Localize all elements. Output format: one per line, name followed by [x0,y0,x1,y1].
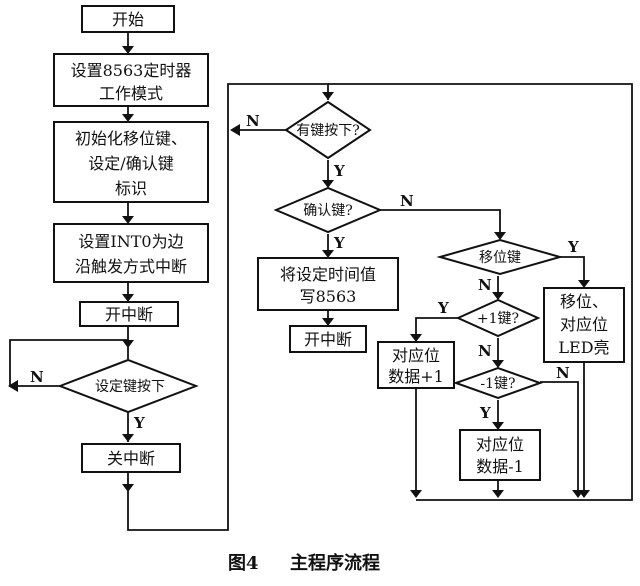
set-key-pressed-label: 设定键按下 [95,379,165,395]
plus-action-line-2: 数据+1 [388,367,444,386]
any-key-pressed-decision: 有键按下? [284,100,372,160]
shift-action-line-1: 移位、 [560,292,608,311]
confirm-no-label: N [400,192,414,210]
plus-key-decision: +1键? [455,298,541,338]
init-keys-line-3: 标识 [115,179,147,198]
set-timer-line-1: 设置8563定时器 [71,61,192,80]
shift-action-box: 移位、 对应位 LED亮 [543,287,625,363]
caption-figure-number: 图4 [228,553,259,574]
figure-caption: 图4 主程序流程 [228,552,380,574]
minus-key-decision: -1键? [453,366,543,400]
minus-no-label: N [556,364,570,382]
any-key-yes-label: Y [333,162,345,180]
minus-action-line-1: 对应位 [476,435,524,454]
plus-action-box: 对应位 数据+1 [377,341,455,389]
shift-no-label: N [478,276,492,294]
minus-action-box: 对应位 数据-1 [459,429,541,481]
init-keys-line-2: 设定/确认键 [88,154,173,173]
set-timer-line-2: 工作模式 [99,84,163,103]
start-label: 开始 [112,10,144,29]
any-key-no-label: N [246,112,260,130]
arrowheads [8,46,590,498]
shift-key-label: 移位键 [479,250,521,266]
disable-interrupt-box: 关中断 [81,443,181,473]
enable-interrupt-box-1: 开中断 [79,301,179,327]
set-int0-line-2: 沿触发方式中断 [75,257,187,276]
shift-key-decision: 移位键 [436,238,564,276]
write-time-line-1: 将设定时间值 [280,265,376,284]
plus-yes-label: Y [437,299,449,317]
plus-key-label: +1键? [477,311,519,327]
write-time-box: 将设定时间值 写8563 [257,257,399,311]
minus-yes-label: Y [479,404,491,422]
set-int0-line-1: 设置INT0为边 [78,232,183,251]
disable-interrupt-label: 关中断 [107,449,155,468]
set-int0-box: 设置INT0为边 沿触发方式中断 [53,223,209,283]
minus-action-line-2: 数据-1 [476,457,524,476]
init-keys-line-1: 初始化移位键、 [75,129,187,148]
caption-title: 主程序流程 [290,552,380,574]
start-node: 开始 [81,5,175,33]
set-key-no-label: N [30,368,44,386]
minus-key-label: -1键? [480,376,515,392]
write-time-line-2: 写8563 [300,287,357,306]
enable-interrupt-box-2: 开中断 [289,325,367,353]
enable-interrupt-label-2: 开中断 [304,330,352,349]
shift-action-line-2: 对应位 [560,315,608,334]
set-key-yes-label: Y [133,414,145,432]
branch-labels: N Y N Y N Y Y N Y N Y N [30,112,579,432]
set-key-pressed-decision: 设定键按下 [57,358,199,414]
confirm-key-label: 确认键? [303,203,353,219]
init-keys-box: 初始化移位键、 设定/确认键 标识 [53,121,209,203]
enable-interrupt-label-1: 开中断 [105,305,153,324]
connector-lines [9,32,633,531]
confirm-yes-label: Y [333,234,345,252]
shift-action-line-3: LED亮 [558,338,609,357]
plus-no-label: N [478,342,492,360]
plus-action-line-1: 对应位 [392,346,440,365]
confirm-key-decision: 确认键? [273,186,383,234]
any-key-pressed-label: 有键按下? [296,123,360,139]
set-timer-mode-box: 设置8563定时器 工作模式 [53,53,209,107]
shift-yes-label: Y [567,238,579,256]
